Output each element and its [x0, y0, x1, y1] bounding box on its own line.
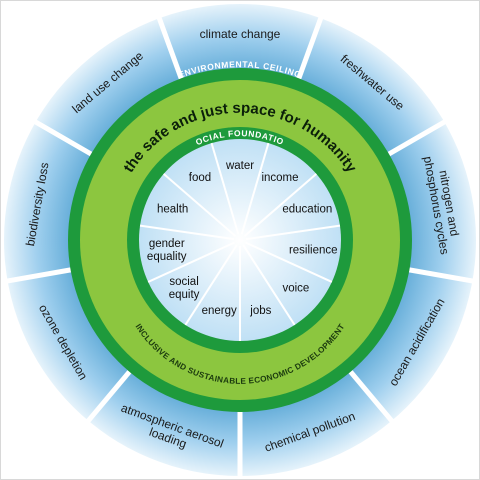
inner-divider-line	[210, 142, 240, 235]
inner-divider-line	[147, 241, 235, 283]
social-foundation-item-label: equity	[169, 289, 200, 301]
social-foundation-item-label: resilience	[289, 245, 338, 257]
social-foundation-zone	[139, 139, 341, 341]
social-foundation-item-label: energy	[202, 305, 237, 317]
social-foundation-item-label: voice	[282, 282, 309, 294]
social-foundation-item-label: income	[261, 172, 298, 184]
social-foundation-labels: waterincomeeducationresiliencevoicejobse…	[147, 160, 338, 317]
inner-divider-line	[242, 244, 296, 326]
social-foundation-item-label: jobs	[249, 305, 271, 317]
social-foundation-item-label: equality	[147, 251, 187, 263]
outer-divider-line	[408, 267, 475, 284]
outer-divider-line	[85, 370, 132, 424]
social-foundation-item-label: gender	[149, 238, 185, 250]
inner-divider-line	[163, 173, 237, 237]
inner-divider-line	[245, 224, 341, 241]
outer-dividers	[5, 15, 475, 478]
outer-divider-line	[387, 118, 448, 157]
social-foundation-item-label: education	[282, 203, 332, 215]
planetary-boundary-label: climate change	[200, 27, 281, 41]
social-foundation-item-label: water	[225, 160, 254, 172]
outer-divider-line	[296, 15, 324, 80]
inner-divider-line	[184, 244, 238, 326]
inner-divider-line	[240, 142, 270, 235]
outer-divider-line	[32, 118, 93, 157]
social-foundation-item-label: food	[189, 172, 211, 184]
outer-divider-line	[156, 15, 184, 80]
inner-dividers	[139, 142, 341, 341]
inner-divider-line	[245, 241, 333, 283]
inner-divider-line	[243, 173, 317, 237]
social-foundation-item-label: health	[157, 203, 188, 215]
inner-divider-line	[139, 224, 235, 241]
outer-divider-line	[348, 370, 395, 424]
outer-divider-line	[5, 267, 72, 284]
social-foundation-item-label: social	[169, 276, 198, 288]
